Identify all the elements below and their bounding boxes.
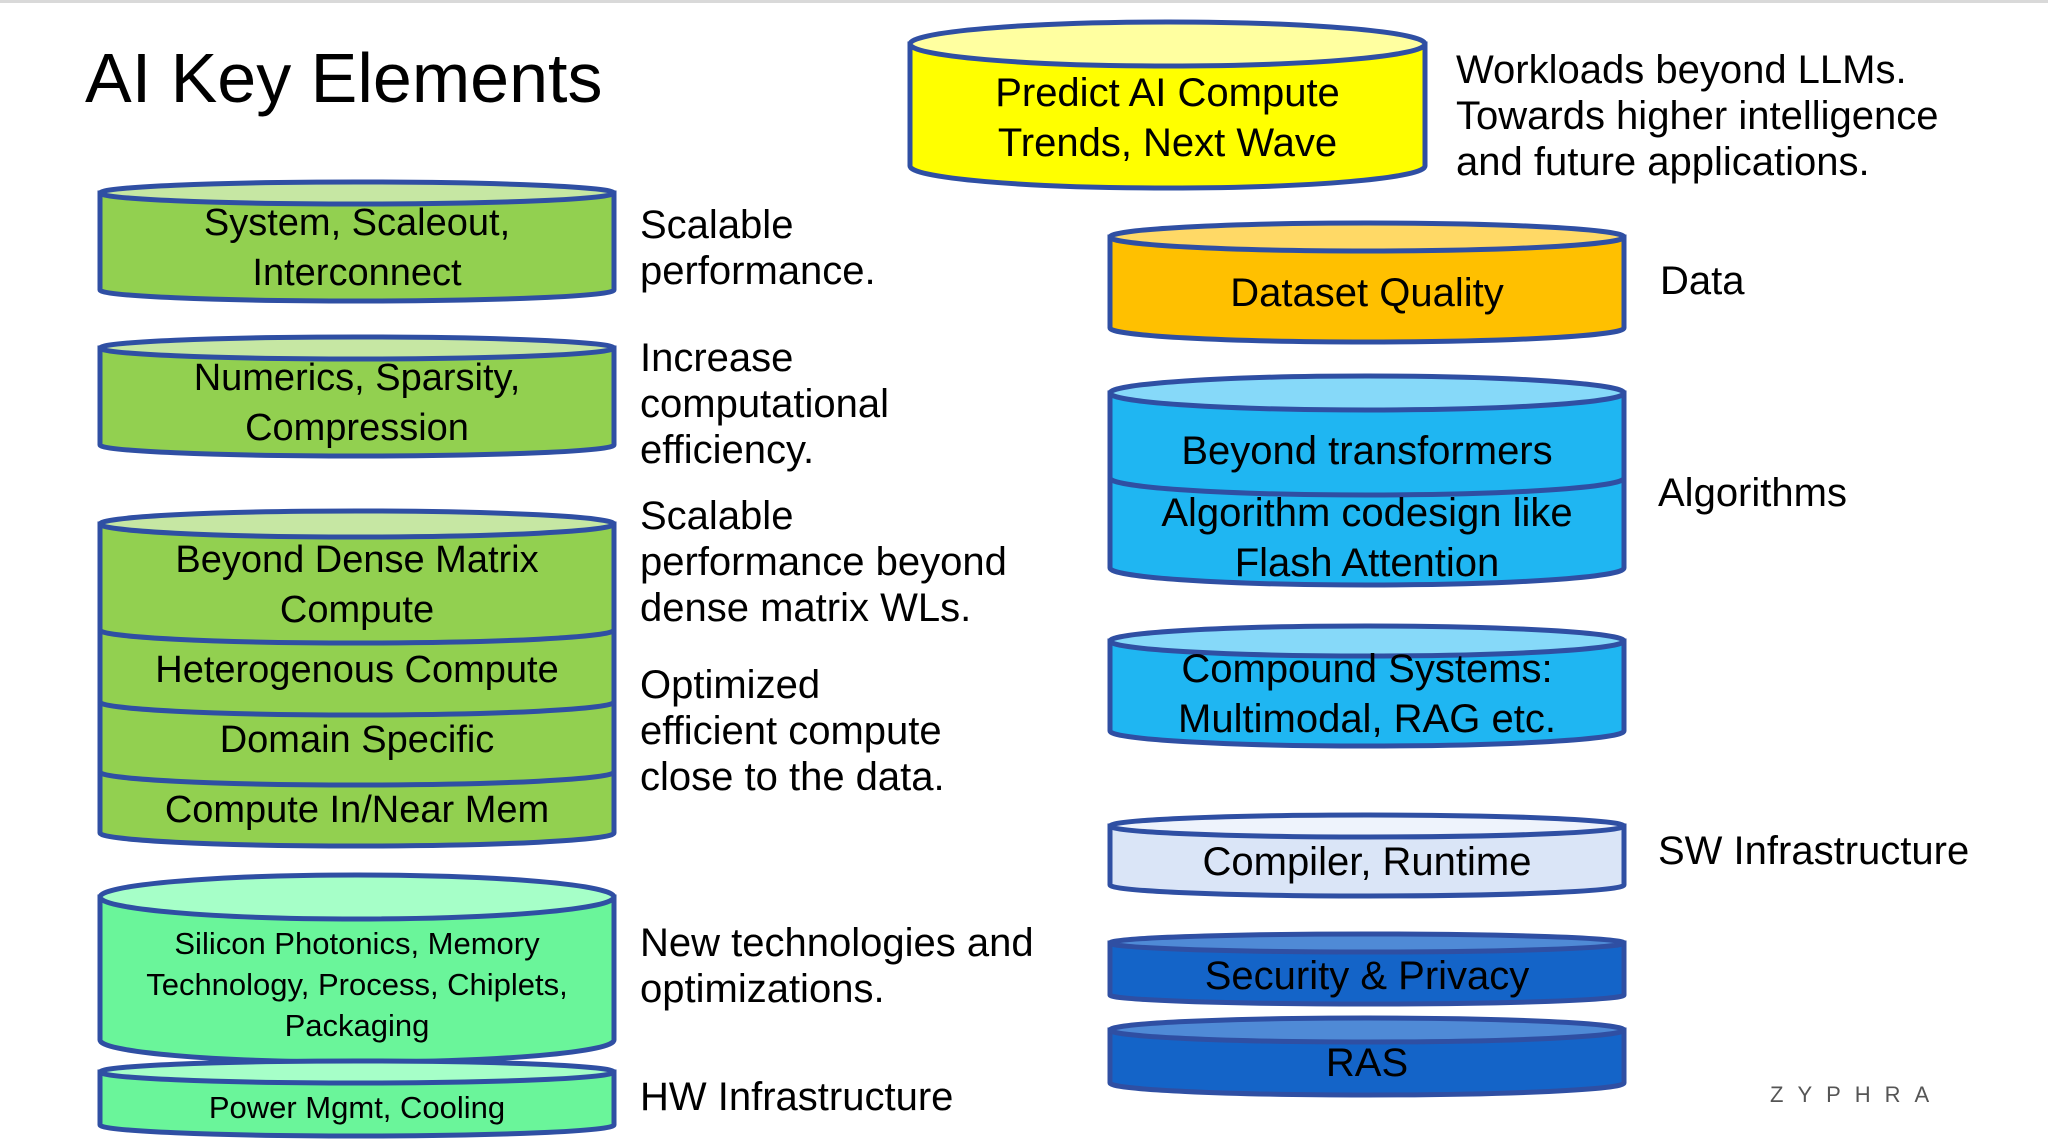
label-security-privacy: Security & Privacy (1204, 954, 1530, 998)
label-compound-systems: Compound Systems: Multimodal, RAG etc. (1178, 647, 1556, 741)
label-heterogenous-compute: Heterogenous Compute (155, 649, 559, 691)
note-close-to-data: Optimized efficient compute close to the… (640, 663, 945, 799)
label-numerics-sparsity: Numerics, Sparsity, Compression (193, 357, 521, 449)
note-beyond-dense: Scalable performance beyond dense matrix… (640, 494, 1007, 630)
label-compiler-runtime: Compiler, Runtime (1202, 840, 1532, 884)
top-border (0, 0, 2048, 3)
cylinder-security-privacy (1107, 931, 1627, 1007)
note-workloads-beyond-llms: Workloads beyond LLMs. Towards higher in… (1456, 48, 1939, 184)
label-domain-specific: Domain Specific (219, 719, 495, 761)
cylinder-predict-ai-compute (907, 19, 1428, 191)
label-compute-in-near-mem: Compute In/Near Mem (164, 789, 550, 831)
cylinder-ras (1107, 1015, 1627, 1098)
note-new-technologies: New technologies and optimizations. (640, 921, 1034, 1011)
label-beyond-dense-matrix: Beyond Dense Matrix Compute (175, 539, 539, 631)
cylinder-dataset-quality (1107, 220, 1627, 345)
cylinder-compiler-runtime (1107, 812, 1627, 899)
category-sw-infrastructure: SW Infrastructure (1658, 829, 1970, 873)
note-scalable-performance: Scalable performance. (640, 203, 876, 293)
cylinder-silicon-photonics (97, 872, 617, 1065)
label-system-scaleout: System, Scaleout, Interconnect (203, 202, 511, 294)
cylinder-algorithms-stack (1107, 373, 1627, 588)
slide-title: AI Key Elements (85, 39, 603, 117)
watermark-logo: ZYPHRA (1770, 1082, 1944, 1107)
note-hw-infrastructure: HW Infrastructure (640, 1075, 954, 1119)
label-ras: RAS (1325, 1041, 1409, 1085)
note-computational-efficiency: Increase computational efficiency. (640, 336, 890, 472)
label-dataset-quality: Dataset Quality (1230, 271, 1504, 315)
label-algorithm-codesign: Algorithm codesign like Flash Attention (1161, 491, 1573, 584)
cylinder-numerics-sparsity (97, 334, 617, 459)
cylinder-power-mgmt (97, 1058, 617, 1139)
cylinder-compute-stack (97, 508, 617, 849)
category-data: Data (1660, 259, 1745, 303)
cylinder-compound-systems (1107, 623, 1627, 749)
cylinder-system-scaleout (97, 179, 617, 304)
label-silicon-photonics: Silicon Photonics, Memory Technology, Pr… (146, 925, 568, 1043)
category-algorithms: Algorithms (1658, 471, 1847, 515)
label-predict-ai-compute: Predict AI Compute Trends, Next Wave (995, 71, 1340, 165)
label-power-mgmt-cooling: Power Mgmt, Cooling (208, 1089, 506, 1125)
label-beyond-transformers: Beyond transformers (1181, 429, 1553, 473)
